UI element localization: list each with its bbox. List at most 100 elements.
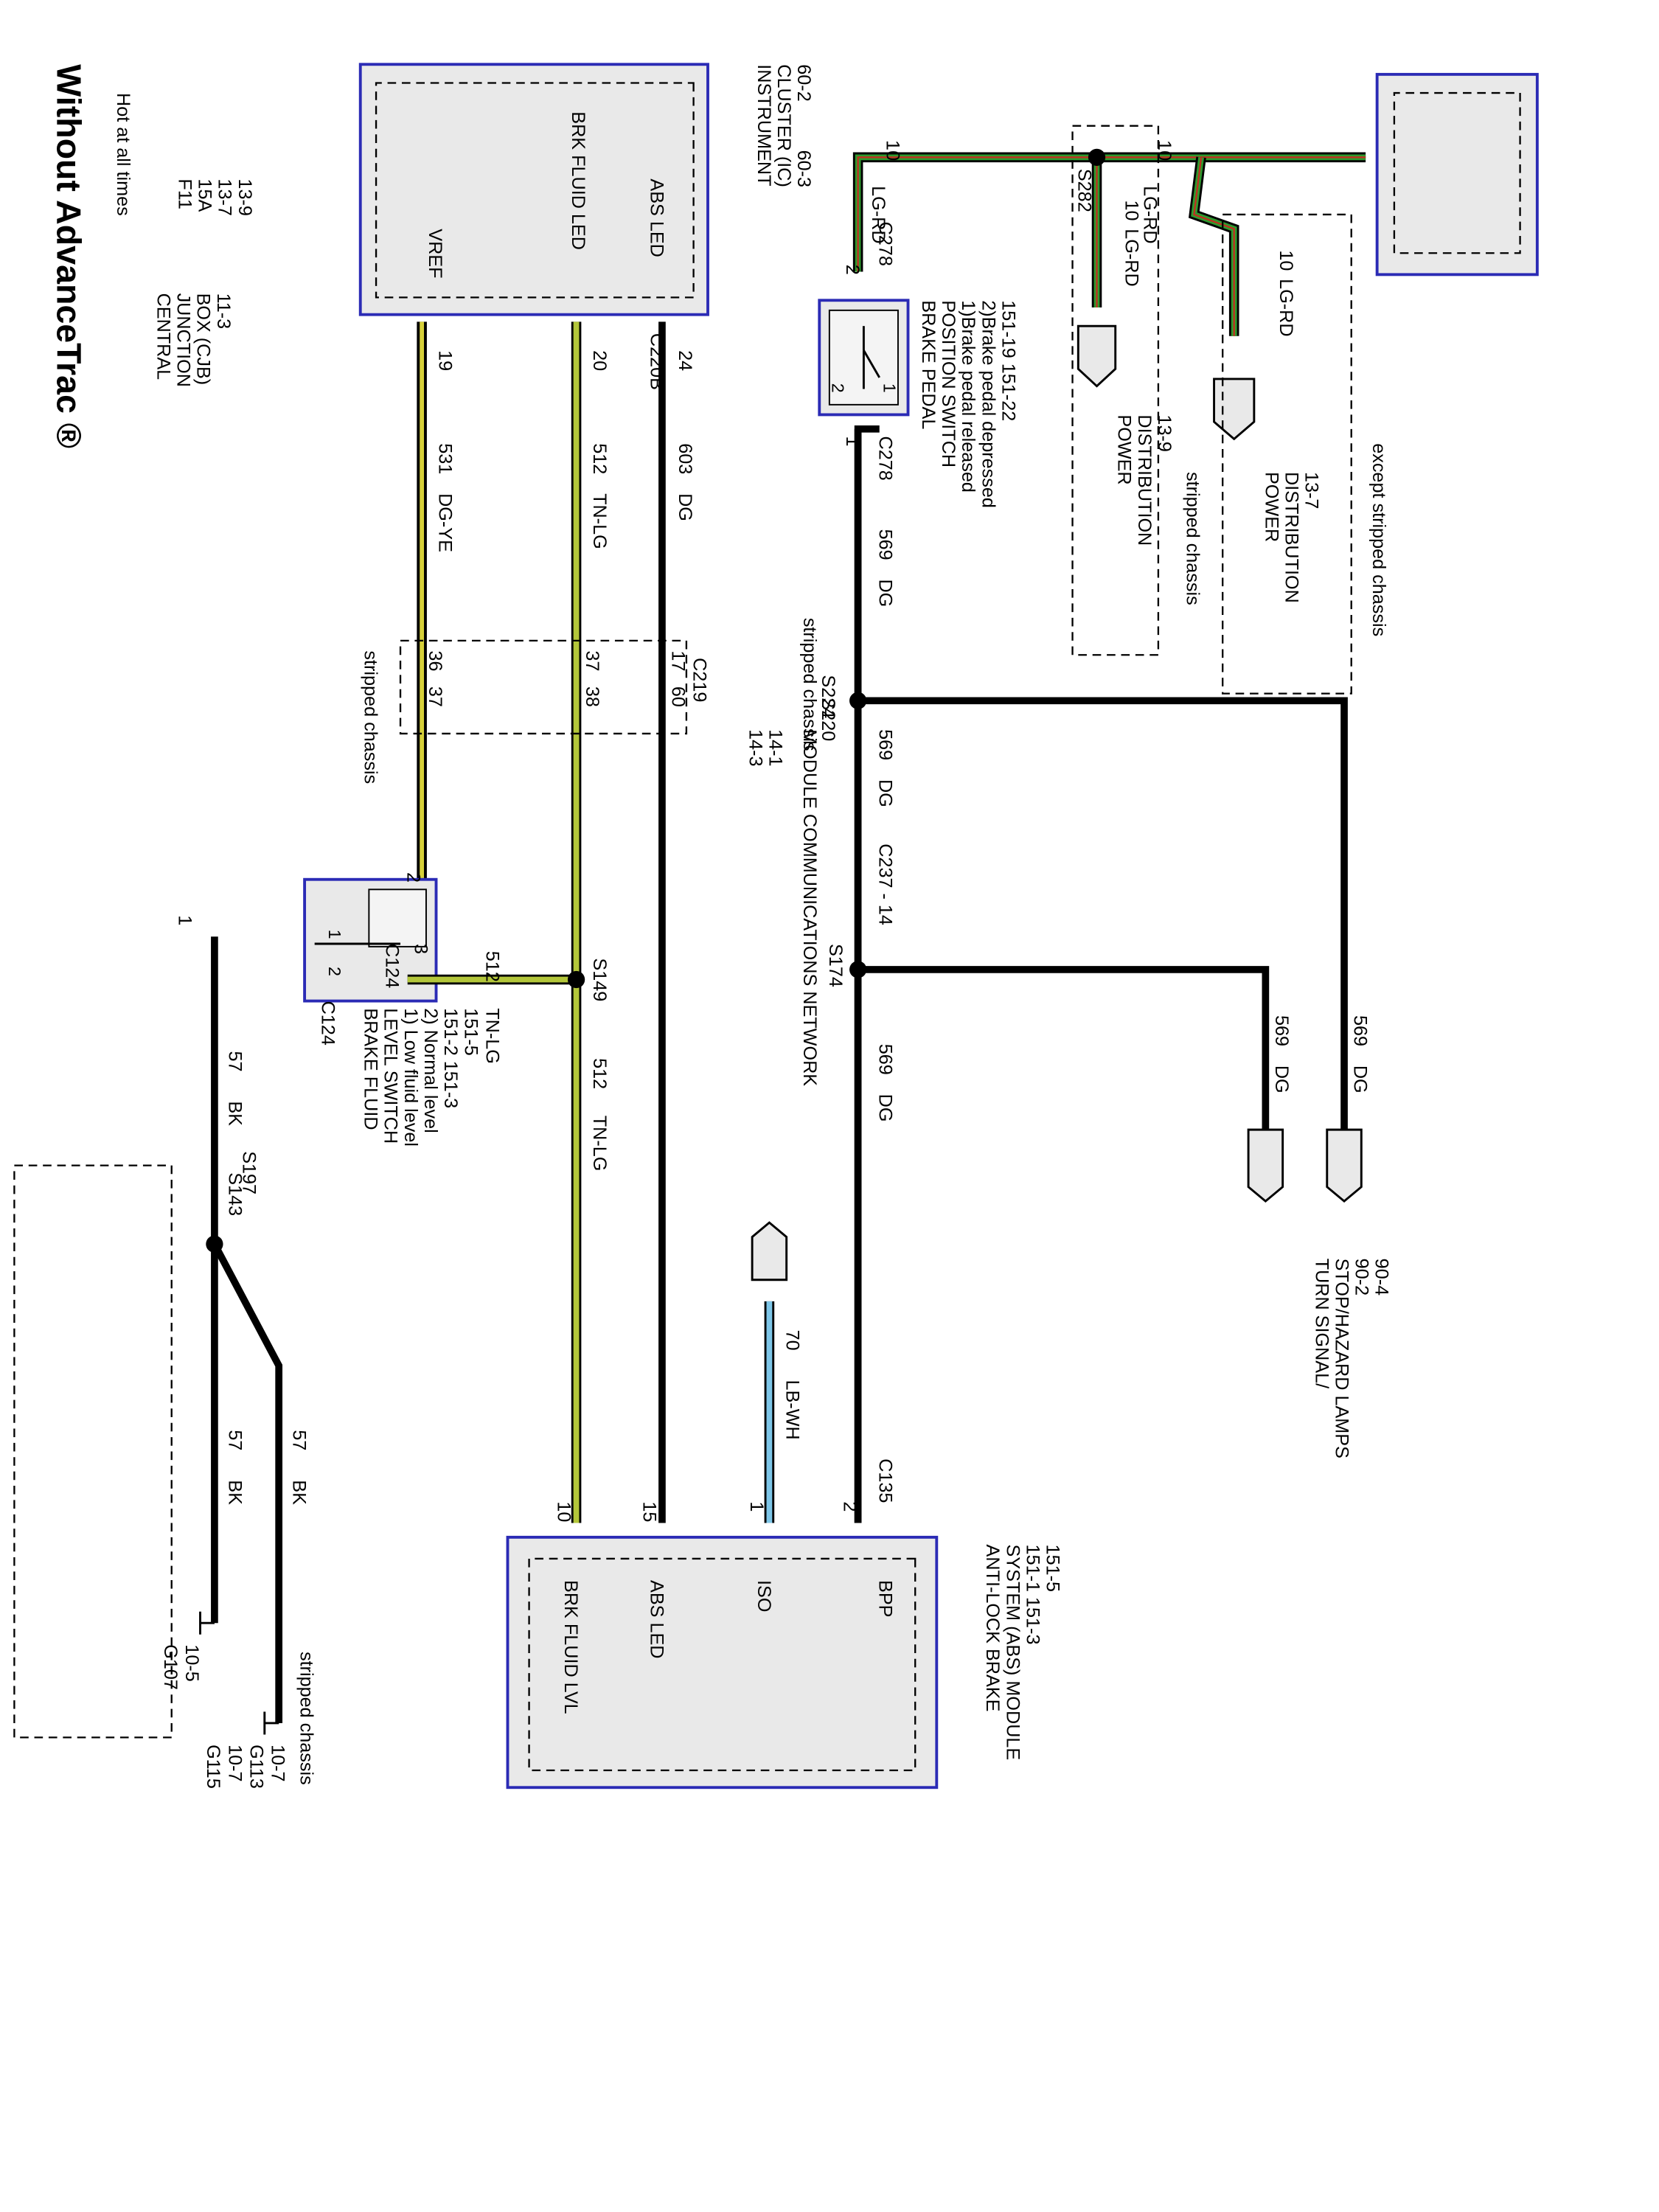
- svg-text:BRAKE PEDAL: BRAKE PEDAL: [918, 300, 939, 429]
- svg-text:LG-RD: LG-RD: [868, 186, 888, 243]
- svg-text:60-3: 60-3: [793, 150, 814, 187]
- wire-569-dg-turn-2: [858, 966, 1270, 1130]
- svg-text:569: 569: [875, 729, 896, 760]
- svg-text:569: 569: [875, 1044, 896, 1075]
- svg-text:BK: BK: [224, 1101, 245, 1126]
- svg-text:1: 1: [174, 915, 195, 925]
- page-title: Without AdvanceTrac ®: [50, 64, 88, 448]
- svg-text:11-3: 11-3: [213, 293, 234, 330]
- svg-text:10-7: 10-7: [224, 1745, 245, 1781]
- svg-text:151-1 151-3: 151-1 151-3: [1022, 1545, 1043, 1645]
- svg-text:38: 38: [582, 686, 602, 707]
- svg-text:G107: G107: [160, 1644, 181, 1690]
- ic-abs-led: ABS LED: [646, 178, 667, 257]
- svg-text:57: 57: [289, 1430, 310, 1450]
- svg-text:except stripped chassis: except stripped chassis: [1368, 443, 1389, 636]
- svg-text:569: 569: [875, 529, 896, 560]
- svg-text:stripped chassis: stripped chassis: [296, 1652, 316, 1785]
- svg-text:BOX (CJB): BOX (CJB): [193, 293, 214, 386]
- iso-connector: [751, 1221, 788, 1281]
- svg-text:2: 2: [839, 1501, 860, 1512]
- splice-s282: [1088, 148, 1106, 166]
- svg-text:TURN SIGNAL/: TURN SIGNAL/: [1311, 1259, 1332, 1388]
- svg-text:S143: S143: [224, 1172, 245, 1216]
- svg-text:60: 60: [668, 686, 689, 707]
- svg-text:LB-WH: LB-WH: [782, 1380, 803, 1440]
- svg-text:BK: BK: [289, 1480, 310, 1505]
- svg-text:151-2 151-3: 151-2 151-3: [440, 1008, 461, 1108]
- svg-text:60-2: 60-2: [793, 64, 814, 101]
- svg-text:10: 10: [1121, 201, 1141, 221]
- svg-text:C237 - 14: C237 - 14: [875, 844, 896, 925]
- svg-text:LEVEL SWITCH: LEVEL SWITCH: [380, 1008, 401, 1144]
- svg-text:90-4: 90-4: [1371, 1259, 1392, 1295]
- svg-text:569: 569: [1271, 1015, 1292, 1046]
- svg-text:1: 1: [880, 383, 900, 393]
- svg-text:MODULE COMMUNICATIONS NETWORK: MODULE COMMUNICATIONS NETWORK: [799, 729, 820, 1086]
- svg-text:19: 19: [434, 350, 455, 371]
- svg-text:13-7: 13-7: [215, 178, 235, 215]
- svg-text:10-7: 10-7: [267, 1745, 288, 1781]
- svg-text:stripped chassis: stripped chassis: [1183, 472, 1203, 605]
- svg-text:1) Low fluid level: 1) Low fluid level: [400, 1008, 421, 1147]
- svg-text:DG: DG: [875, 1094, 896, 1122]
- svg-text:S224: S224: [818, 675, 838, 718]
- svg-text:512: 512: [589, 1058, 610, 1089]
- svg-text:151-19 151-22: 151-19 151-22: [998, 300, 1019, 421]
- svg-text:10: 10: [882, 140, 902, 161]
- svg-text:13-9: 13-9: [1154, 414, 1175, 451]
- wire-10-lg-rd: [852, 152, 1366, 336]
- abs-bpp: BPP: [875, 1580, 896, 1617]
- svg-text:15A: 15A: [195, 178, 215, 212]
- svg-text:POWER: POWER: [1261, 472, 1281, 542]
- splice-s143: [206, 1235, 223, 1253]
- svg-text:stripped chassis: stripped chassis: [799, 618, 820, 751]
- svg-text:90-2: 90-2: [1352, 1259, 1372, 1295]
- svg-text:2: 2: [403, 872, 424, 883]
- svg-text:3: 3: [410, 944, 431, 954]
- ic-vref: VREF: [425, 229, 445, 278]
- abs-module-block: [506, 1535, 939, 1790]
- svg-text:JUNCTION: JUNCTION: [173, 293, 193, 387]
- svg-text:569: 569: [1350, 1015, 1371, 1046]
- svg-text:POWER: POWER: [1114, 414, 1135, 484]
- svg-text:F11: F11: [174, 178, 195, 209]
- svg-text:DISTRIBUTION: DISTRIBUTION: [1134, 414, 1155, 546]
- instrument-cluster-block: [358, 63, 709, 316]
- svg-text:2) Normal level: 2) Normal level: [420, 1008, 441, 1133]
- hot-at-all-times: Hot at all times: [113, 93, 133, 216]
- svg-text:17: 17: [668, 650, 689, 671]
- svg-text:S174: S174: [825, 944, 846, 987]
- power-dist-a-connector: [1077, 324, 1117, 388]
- svg-text:BK: BK: [224, 1480, 245, 1505]
- svg-text:TN-LG: TN-LG: [589, 1116, 610, 1172]
- svg-text:1: 1: [746, 1501, 767, 1512]
- power-dist-b-connector: [1213, 378, 1256, 441]
- svg-text:DG-YE: DG-YE: [434, 493, 455, 552]
- svg-text:15: 15: [639, 1501, 660, 1522]
- svg-text:C278: C278: [875, 437, 896, 481]
- abs-abs-led: ABS LED: [646, 1580, 667, 1658]
- svg-text:2: 2: [842, 265, 863, 275]
- turn-connector-1: [1326, 1128, 1363, 1203]
- svg-text:10: 10: [1276, 250, 1296, 271]
- svg-text:G115: G115: [203, 1745, 223, 1789]
- svg-text:DG: DG: [875, 579, 896, 607]
- svg-text:10: 10: [1154, 140, 1175, 161]
- svg-text:C219: C219: [689, 658, 710, 702]
- svg-text:STOP/HAZARD LAMPS: STOP/HAZARD LAMPS: [1331, 1259, 1352, 1458]
- svg-text:24: 24: [675, 350, 695, 371]
- svg-text:ANTI-LOCK BRAKE: ANTI-LOCK BRAKE: [982, 1545, 1003, 1712]
- wire-57-bk-stripped: [211, 1242, 283, 1723]
- svg-text:512: 512: [589, 443, 610, 474]
- svg-text:1: 1: [325, 930, 344, 939]
- svg-text:57: 57: [224, 1430, 245, 1450]
- ic-brk-fluid-led: BRK FLUID LED: [568, 111, 588, 250]
- svg-text:LG-RD: LG-RD: [1140, 186, 1161, 243]
- svg-text:BRAKE FLUID: BRAKE FLUID: [361, 1008, 381, 1130]
- abs-brk-fluid-lvl: BRK FLUID LVL: [560, 1580, 581, 1714]
- svg-text:C124: C124: [317, 1001, 338, 1046]
- svg-text:2: 2: [325, 967, 344, 976]
- svg-text:10-5: 10-5: [181, 1644, 202, 1681]
